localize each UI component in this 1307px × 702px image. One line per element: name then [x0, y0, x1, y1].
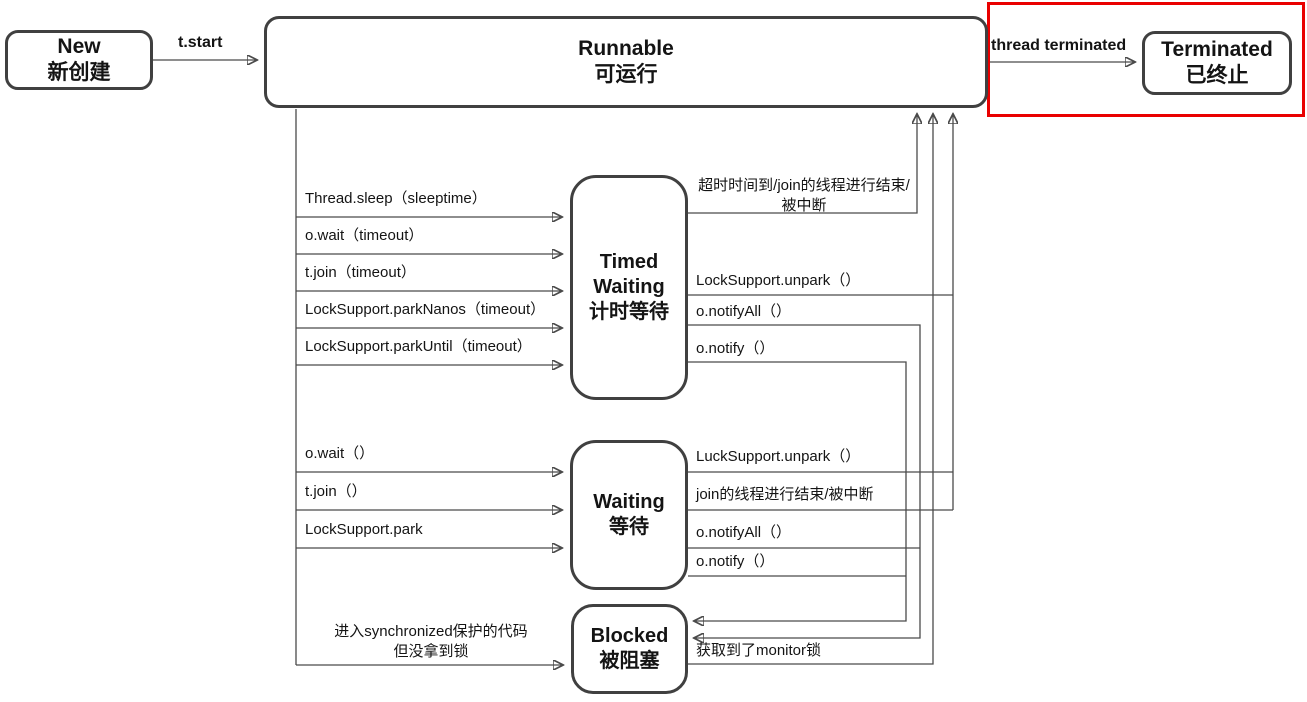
label-unpark-timed: LockSupport.unpark（） [696, 272, 861, 289]
label-park-nanos: LockSupport.parkNanos（timeout） [305, 301, 546, 318]
state-terminated-label-en: Terminated [1161, 38, 1273, 61]
state-timed-waiting-label-en2: Waiting [593, 276, 665, 298]
state-terminated-label-zh: 已终止 [1185, 64, 1249, 87]
label-join-end: join的线程进行结束/被中断 [696, 486, 874, 503]
state-runnable-label-en: Runnable [578, 37, 674, 60]
state-runnable: Runnable 可运行 [264, 16, 988, 108]
label-o-wait-timeout: o.wait（timeout） [305, 227, 424, 244]
label-thread-terminated: thread terminated [991, 37, 1127, 54]
state-timed-waiting-label-zh: 计时等待 [589, 301, 669, 323]
state-blocked-label-zh: 被阻塞 [599, 650, 660, 672]
state-timed-waiting: Timed Waiting 计时等待 [570, 175, 688, 400]
state-waiting-label-zh: 等待 [609, 516, 649, 538]
state-timed-waiting-label-en1: Timed [599, 251, 659, 273]
label-t-join: t.join（） [305, 483, 367, 500]
arrow-timeout-return [688, 115, 917, 214]
label-enter-sync-line1: 进入synchronized保护的代码 [334, 623, 528, 640]
label-t-start: t.start [178, 34, 223, 51]
terminated-highlight-rect [987, 2, 1305, 117]
label-notify-timed: o.notify（） [696, 340, 775, 357]
state-blocked-label-en: Blocked [590, 625, 669, 647]
label-t-join-timeout: t.join（timeout） [305, 264, 416, 281]
state-waiting: Waiting 等待 [570, 440, 688, 590]
arrow-notify-to-blocked [688, 361, 907, 621]
label-enter-sync-line2: 但没拿到锁 [393, 643, 469, 660]
label-notifyall-timed: o.notifyAll（） [696, 303, 792, 320]
label-timeout-return-line1: 超时时间到/join的线程进行结束/ [698, 177, 910, 194]
label-timeout-return-line2: 被中断 [781, 197, 827, 214]
label-lock-park: LockSupport.park [305, 521, 423, 538]
state-blocked: Blocked 被阻塞 [571, 604, 688, 694]
state-new-label-zh: 新创建 [47, 61, 111, 84]
arrow-monitor-to-runnable [688, 115, 933, 665]
state-terminated: Terminated 已终止 [1142, 31, 1292, 95]
label-unpark-waiting: LuckSupport.unpark（） [696, 448, 861, 465]
label-monitor-lock: 获取到了monitor锁 [696, 642, 822, 659]
label-enter-sync: 进入synchronized保护的代码 但没拿到锁 [300, 622, 562, 662]
label-timeout-return: 超时时间到/join的线程进行结束/ 被中断 [690, 176, 918, 216]
label-notify-waiting: o.notify（） [696, 553, 775, 570]
state-runnable-label-zh: 可运行 [594, 63, 658, 86]
arrow-notifyall-to-blocked [688, 324, 921, 638]
state-new: New 新创建 [5, 30, 153, 90]
state-new-label-en: New [57, 35, 101, 58]
label-thread-sleep: Thread.sleep（sleeptime） [305, 190, 487, 207]
label-o-wait: o.wait（） [305, 445, 375, 462]
label-park-until: LockSupport.parkUntil（timeout） [305, 338, 532, 355]
label-notifyall-waiting: o.notifyAll（） [696, 524, 792, 541]
state-waiting-label-en: Waiting [593, 491, 665, 513]
